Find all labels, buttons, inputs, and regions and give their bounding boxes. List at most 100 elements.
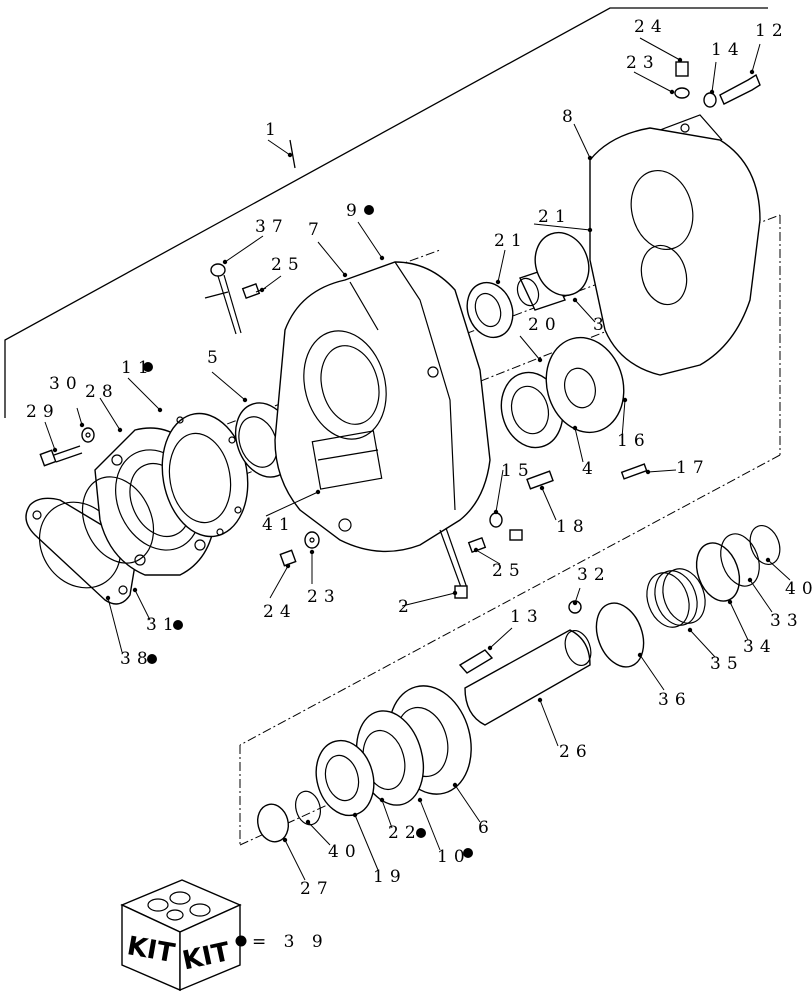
callout-30: 30 bbox=[49, 374, 83, 394]
kit-marker-31 bbox=[173, 620, 183, 630]
leader-line bbox=[711, 61, 717, 93]
callout-12: 12 bbox=[755, 21, 789, 41]
callout-15: 15 bbox=[501, 461, 535, 481]
callout-36: 36 bbox=[658, 690, 692, 710]
bolt-washer-part bbox=[279, 512, 523, 567]
leader-line bbox=[767, 559, 791, 581]
leader-arrowhead bbox=[282, 837, 288, 843]
flange-plate-part bbox=[161, 412, 249, 538]
leader-arrowhead bbox=[709, 89, 715, 95]
leader-arrowhead bbox=[379, 255, 385, 261]
key-part bbox=[526, 463, 648, 490]
leader-line bbox=[454, 784, 481, 823]
callout-28: 28 bbox=[85, 382, 119, 402]
leader-arrowhead bbox=[727, 599, 733, 605]
leader-line bbox=[265, 491, 319, 517]
leader-arrowhead bbox=[309, 549, 315, 555]
callout-26: 26 bbox=[559, 742, 593, 762]
gear-part bbox=[500, 336, 625, 449]
leader-line bbox=[99, 397, 121, 431]
leader-line bbox=[134, 589, 151, 621]
leader-line bbox=[647, 469, 677, 473]
output-hub-part bbox=[256, 685, 472, 843]
leader-line bbox=[639, 37, 681, 61]
callout-27: 27 bbox=[300, 879, 334, 899]
leader-arrowhead bbox=[222, 259, 228, 265]
leader-line bbox=[354, 814, 379, 871]
leader-arrowhead bbox=[587, 227, 593, 233]
leader-line bbox=[44, 421, 56, 451]
leader-arrowhead bbox=[157, 407, 163, 413]
leader-line bbox=[211, 371, 246, 401]
leader-line bbox=[541, 487, 557, 521]
leader-arrowhead bbox=[572, 297, 578, 303]
callout-23: 23 bbox=[626, 53, 660, 73]
leader-lines bbox=[44, 37, 791, 881]
leader-line bbox=[307, 821, 331, 846]
leader-line bbox=[574, 299, 596, 323]
breather-part bbox=[204, 263, 242, 335]
callout-37: 37 bbox=[255, 217, 289, 237]
leader-arrowhead bbox=[132, 587, 138, 593]
leader-arrowhead bbox=[677, 57, 683, 63]
callout-41: 41 bbox=[262, 515, 296, 535]
leader-arrowhead bbox=[117, 427, 123, 433]
leader-line bbox=[381, 799, 393, 829]
kit-marker-11 bbox=[143, 362, 153, 372]
leader-line bbox=[633, 71, 673, 93]
leader-line bbox=[729, 601, 749, 641]
kit-marker-22 bbox=[416, 828, 426, 838]
leader-line bbox=[224, 235, 264, 263]
leader-arrowhead bbox=[52, 447, 58, 453]
callout-1: 1 bbox=[265, 120, 282, 140]
bolt-part bbox=[39, 427, 95, 467]
kit-legend: KIT KIT = 3 9 bbox=[120, 879, 323, 992]
callout-29: 29 bbox=[26, 402, 60, 422]
leader-line bbox=[475, 549, 501, 565]
leader-line bbox=[489, 627, 513, 649]
leader-line bbox=[261, 275, 282, 291]
pinion-shaft-part bbox=[516, 231, 590, 311]
leader-line bbox=[533, 223, 591, 231]
leader-arrowhead bbox=[452, 782, 458, 788]
output-shaft-part bbox=[464, 629, 592, 726]
top-hardware-part bbox=[674, 61, 761, 108]
callout-32: 32 bbox=[577, 565, 611, 585]
leader-arrowhead bbox=[495, 279, 501, 285]
leader-arrowhead bbox=[259, 287, 265, 293]
leader-arrowhead bbox=[285, 563, 291, 569]
leader-arrowhead bbox=[487, 645, 493, 651]
leader-arrowhead bbox=[687, 627, 693, 633]
dipstick-part bbox=[439, 527, 468, 599]
leader-line bbox=[107, 597, 123, 653]
callout-18: 18 bbox=[556, 517, 590, 537]
leader-arrowhead bbox=[637, 652, 643, 658]
callout-33: 33 bbox=[770, 611, 804, 631]
leader-arrowhead bbox=[537, 697, 543, 703]
leader-arrowhead bbox=[379, 797, 385, 803]
callout-31: 31 bbox=[146, 615, 180, 635]
leader-arrowhead bbox=[417, 797, 423, 803]
leader-arrowhead bbox=[645, 469, 651, 475]
callout-20: 20 bbox=[528, 315, 562, 335]
gearcase-part bbox=[274, 261, 491, 553]
callout-17: 17 bbox=[676, 458, 710, 478]
leader-line bbox=[621, 399, 626, 439]
leader-line bbox=[539, 699, 559, 747]
leader-line bbox=[497, 249, 506, 283]
leader-arrowhead bbox=[765, 557, 771, 563]
callout-24: 24 bbox=[634, 17, 668, 37]
callout-34: 34 bbox=[743, 637, 777, 657]
callout-labels: 1 2 3 4 5 6 7 8 9 10 11 12 13 14 15 16 1… bbox=[26, 17, 812, 899]
assembly-bracket bbox=[4, 7, 768, 418]
leader-line bbox=[639, 654, 665, 691]
callout-21: 21 bbox=[538, 207, 572, 227]
leader-line bbox=[269, 565, 289, 599]
leader-arrowhead bbox=[587, 155, 593, 161]
leader-line bbox=[573, 123, 591, 159]
leader-arrowhead bbox=[342, 272, 348, 278]
leader-arrowhead bbox=[452, 590, 458, 596]
leader-line bbox=[495, 469, 504, 513]
leader-line bbox=[317, 241, 346, 276]
